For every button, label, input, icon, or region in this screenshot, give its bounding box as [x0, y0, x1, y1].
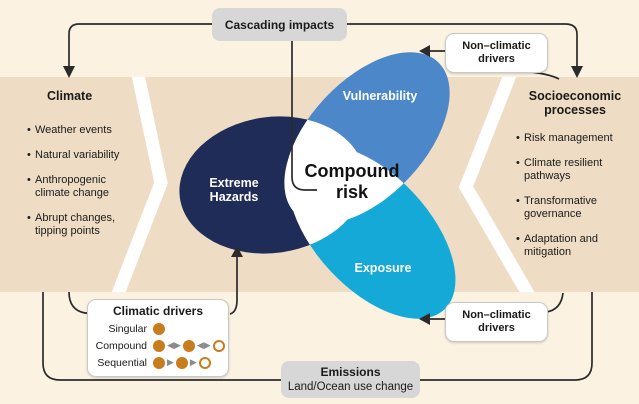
climate-item: Natural variability	[27, 149, 127, 162]
filled-circle-icon	[153, 322, 165, 335]
exposure-label: Exposure	[354, 261, 412, 275]
arrow-right-icon: ▶	[167, 357, 174, 368]
driver-row-label: Singular	[108, 322, 147, 335]
arrowhead-down-climate	[63, 66, 75, 78]
arrowhead-left-exposure	[419, 313, 430, 325]
arrowhead-left-vulnerability	[419, 45, 430, 57]
left-chevron-stripe	[111, 77, 168, 292]
cascading-impacts-label: Cascading impacts	[224, 17, 335, 32]
filled-circle-icon	[153, 356, 165, 369]
driver-row: Compound ◀▶ ◀▶	[92, 337, 225, 354]
socioeconomic-panel-list: Risk management Climate resilient pathwa…	[516, 132, 624, 271]
compound-risk-stem	[291, 40, 317, 191]
driver-row: Singular	[92, 320, 224, 337]
cascading-impacts-box: Cascading impacts	[212, 8, 347, 41]
filled-circle-icon	[175, 356, 188, 369]
socioeconomic-item: Climate resilient pathways	[516, 157, 624, 183]
filled-circle-icon	[182, 339, 195, 352]
right-chevron-stripe	[458, 77, 535, 292]
vulnerability-label: Vulnerability	[342, 89, 418, 103]
emissions-box: Emissions Land/Ocean use change	[281, 361, 420, 398]
arrow-left-right-icon: ◀▶	[167, 340, 181, 351]
open-circle-icon	[198, 356, 211, 369]
non-climatic-drivers-top-box: Non–climatic drivers	[445, 33, 548, 73]
filled-circle-icon	[153, 339, 165, 352]
climate-item: Abrupt changes, tipping points	[27, 212, 127, 238]
arrow-right-icon: ▶	[189, 357, 197, 368]
non-climatic-drivers-top-label: Non–climatic drivers	[462, 40, 531, 65]
climatic-box-hazards-arrow-line	[229, 256, 238, 315]
driver-row-label: Sequential	[97, 356, 147, 369]
extreme-hazards-label: Extreme Hazards	[209, 176, 259, 204]
non-climatic-drivers-bottom-label: Non–climatic drivers	[462, 309, 531, 334]
climatic-drivers-title: Climatic drivers	[112, 304, 204, 318]
socioeconomic-item: Risk management	[516, 132, 624, 145]
open-circle-icon	[212, 339, 225, 352]
climatic-box-band-link	[68, 291, 88, 314]
socioeconomic-item: Transformative governance	[516, 195, 624, 221]
nonclimatic-bottom-band-link	[545, 292, 564, 313]
arrow-left-right-icon: ◀▶	[196, 340, 211, 351]
driver-row-label: Compound	[95, 339, 147, 352]
arrowhead-up-hazards	[231, 246, 243, 257]
climate-item: Weather events	[27, 124, 127, 137]
socioeconomic-panel-title: Socioeconomic processes	[528, 89, 622, 117]
compound-risk-label: Compound risk	[304, 161, 400, 202]
emissions-title: Emissions	[320, 365, 381, 379]
non-climatic-drivers-bottom-box: Non–climatic drivers	[445, 302, 548, 342]
socioeconomic-item: Adaptation and mitigation	[516, 233, 624, 259]
arrowhead-down-socioeconomic	[571, 66, 583, 78]
climate-item: Anthropogenic climate change	[27, 174, 127, 200]
climate-panel-list: Weather events Natural variability Anthr…	[27, 124, 127, 250]
emissions-subtitle: Land/Ocean use change	[287, 381, 414, 393]
climate-panel-title: Climate	[47, 89, 93, 103]
driver-row: Sequential ▶ ▶	[92, 354, 224, 371]
